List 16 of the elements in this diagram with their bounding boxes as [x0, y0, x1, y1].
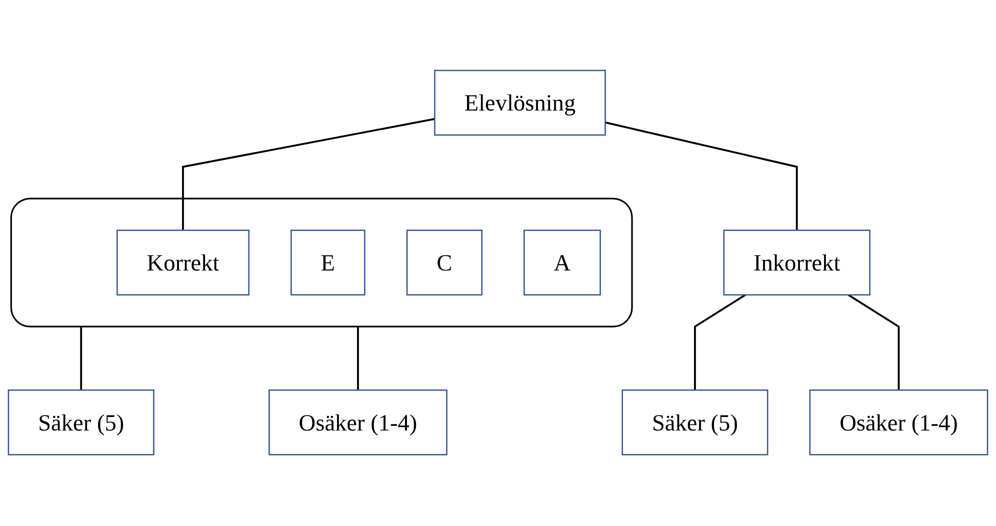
- text-box: Osäker (1-4): [268, 390, 448, 456]
- text-box: Elevlösning: [434, 70, 606, 136]
- text-box: Korrekt: [116, 230, 250, 296]
- text-box: A: [524, 230, 601, 296]
- connector-line: [848, 294, 900, 391]
- connector-line: [694, 294, 746, 391]
- text-box: E: [290, 230, 366, 296]
- connector-line: [182, 118, 435, 231]
- text-box: Säker (5): [622, 390, 768, 456]
- connector-line: [605, 122, 798, 231]
- text-box: C: [406, 230, 482, 296]
- connector-line: [80, 327, 82, 391]
- text-box: Säker (5): [8, 390, 154, 456]
- text-box: Inkorrekt: [723, 230, 870, 296]
- connector-line: [357, 327, 359, 391]
- text-box: Osäker (1-4): [809, 390, 988, 456]
